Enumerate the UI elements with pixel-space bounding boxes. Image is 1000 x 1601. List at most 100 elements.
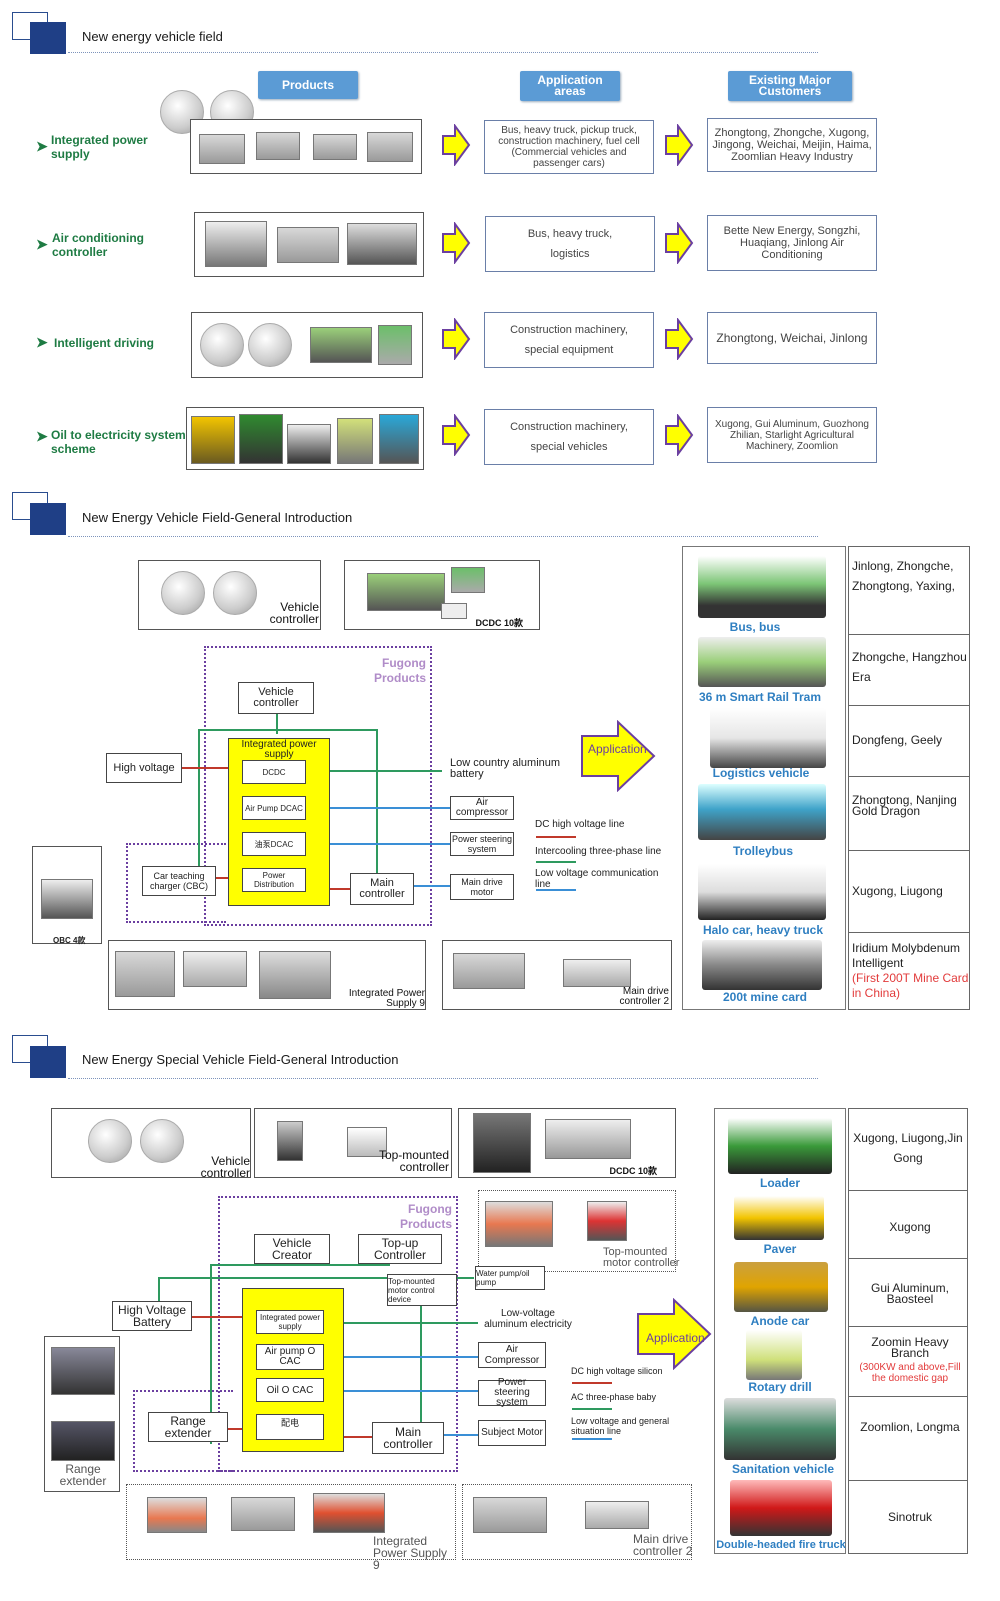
section3-title: New Energy Special Vehicle Field-General…: [82, 1052, 399, 1067]
main-drive-motor-node: Main drive motor: [450, 874, 514, 900]
customer-cell: Zoomin Heavy Branch (300KW and above,Fil…: [848, 1326, 968, 1384]
vehicle-image: [730, 1480, 832, 1536]
wire: [276, 712, 278, 734]
customers-box: Xugong, Gui Aluminum, Guozhong Zhilian, …: [707, 407, 877, 463]
vehicle-image: [724, 1398, 836, 1460]
subject-motor-node: Subject Motor: [478, 1420, 546, 1446]
wire: [210, 1264, 390, 1266]
customer-cell: Zhongtong, Nanjing Gold Dragon: [848, 776, 970, 817]
vehicle-image: [734, 1262, 828, 1312]
chevron-right-icon: ➤: [36, 138, 48, 154]
customer-cell: Dongfeng, Geely: [848, 705, 970, 750]
chevron-right-icon: ➤: [36, 428, 48, 444]
topup-controller-node: Top-up Controller: [358, 1234, 442, 1264]
customer-name: Iridium Molybdenum Intelligent: [852, 941, 961, 970]
distribution-node: 配电: [256, 1414, 324, 1440]
obc-box: OBC 4款: [32, 846, 102, 945]
customer-cell: Sinotruk: [848, 1480, 968, 1527]
wire: [198, 729, 200, 874]
header-square: [30, 22, 66, 54]
application-label: Application: [588, 742, 647, 756]
chevron-right-icon: ➤: [36, 334, 48, 350]
wire: [414, 885, 450, 887]
air-compressor-node: Air Compressor: [478, 1342, 546, 1368]
product-images-box: [194, 212, 424, 277]
wire: [344, 1436, 372, 1438]
oil-pump-dcac-node: 油泵DCAC: [242, 832, 306, 856]
product-images-box: [186, 407, 424, 470]
wire: [330, 770, 442, 772]
vehicle-caption: Double-headed fire truck: [716, 1539, 846, 1551]
main-controller-node: Main controller: [350, 873, 414, 905]
top-mounted-device-node: Top-mounted motor control device: [387, 1274, 457, 1306]
vehicle-creator-node: Vehicle Creator: [254, 1234, 330, 1264]
vehicle-controller-caption: Vehicle controller: [200, 1154, 250, 1180]
top-mounted-caption: Top-mounted controller: [378, 1148, 449, 1174]
wire: [182, 767, 228, 769]
integrated-supply-caption: Integrated Power Supply 9: [373, 1534, 448, 1572]
vehicle-caption: Logistics vehicle: [712, 766, 810, 780]
customer-cell: Xugong, Liugong: [848, 850, 970, 901]
wire: [228, 1428, 242, 1430]
customer-cell: Gui Aluminum, Baosteel: [848, 1258, 968, 1305]
header-square: [30, 503, 66, 535]
fugong-products-label: Fugong Products: [399, 1202, 452, 1231]
top-motor-caption: Top-mounted motor controller: [603, 1246, 680, 1269]
customer-cell: Zhongche, Hangzhou Era: [848, 634, 970, 687]
vehicle-image: [728, 1118, 832, 1174]
top-mounted-controller-box: Top-mounted controller: [254, 1108, 452, 1178]
application-arrow-icon: [581, 720, 656, 792]
top-motor-controller-box: Top-mounted motor controller: [478, 1190, 679, 1272]
main-drive-controller-caption: Main drive controller 2: [619, 986, 669, 1007]
vehicle-caption: 200t mine card: [722, 990, 808, 1004]
wire: [210, 1264, 212, 1444]
row-label-intelligent-driving: Intelligent driving: [54, 336, 155, 350]
application-arrow-icon: [637, 1298, 712, 1370]
application-box: Construction machinery, special vehicles: [484, 409, 654, 465]
power-steering-node: Power steering system: [450, 832, 514, 856]
legend-ac-swatch: [536, 861, 576, 863]
customer-cell: Xugong, Liugong,Jin Gong: [853, 1131, 963, 1165]
car-charger-node: Car teaching charger (CBC): [142, 866, 216, 896]
vehicle-controller-box: Vehicle controller: [138, 560, 321, 630]
dcdc-box: DCDC 10款: [344, 560, 540, 630]
arrow-right-icon: [665, 222, 694, 264]
vehicle-caption: Trolleybus: [732, 844, 794, 858]
header-square: [30, 1046, 66, 1078]
products-header: Products: [258, 71, 358, 99]
application-box: Bus, heavy truck, logistics: [485, 216, 655, 272]
wire: [328, 888, 350, 890]
power-steering-node: Power steering system: [478, 1378, 546, 1408]
integrated-supply-box: Integrated Power Supply 9: [126, 1484, 456, 1571]
range-extender-region: [133, 1390, 233, 1472]
customer-note: (300KW and above,Fill the domestic gap: [859, 1362, 961, 1384]
customer-name: Zoomin Heavy Branch: [871, 1335, 949, 1360]
fugong-products-region: [204, 646, 432, 926]
legend-dc: DC high voltage line: [535, 819, 625, 830]
wire: [158, 1277, 474, 1279]
vehicle-image: [734, 1196, 824, 1240]
integrated-supply-box: Integrated Power Supply 9: [108, 940, 426, 1010]
customer-cell: Xugong: [848, 1190, 968, 1237]
vehicle-image: [698, 637, 826, 687]
vehicle-image: [702, 940, 822, 990]
dcdc-caption: DCDC 10款: [609, 1166, 657, 1176]
legend-dc-swatch: [536, 836, 576, 838]
water-pump-node: Water pump/oil pump: [475, 1266, 545, 1290]
header-divider: [68, 52, 818, 53]
dcdc-box: DCDC 10款: [458, 1108, 676, 1178]
header-divider: [68, 1078, 818, 1079]
application-header: Application areas: [520, 71, 620, 101]
customers-box: Zhongtong, Weichai, Jinlong: [707, 312, 877, 364]
customer-cell: Iridium Molybdenum Intelligent (First 20…: [848, 932, 970, 1001]
high-voltage-node: High voltage: [106, 753, 182, 783]
arrow-right-icon: [442, 222, 471, 264]
legend-ac: AC three-phase baby: [571, 1392, 657, 1402]
obc-caption: OBC 4款: [53, 936, 86, 945]
main-drive-controller-caption: Main drive controller 2: [633, 1532, 693, 1558]
chevron-right-icon: ➤: [36, 236, 48, 252]
wire: [192, 1316, 242, 1318]
low-voltage-label: Low-voltage aluminum electricity: [484, 1308, 572, 1330]
arrow-right-icon: [442, 124, 471, 166]
wire: [330, 843, 450, 845]
